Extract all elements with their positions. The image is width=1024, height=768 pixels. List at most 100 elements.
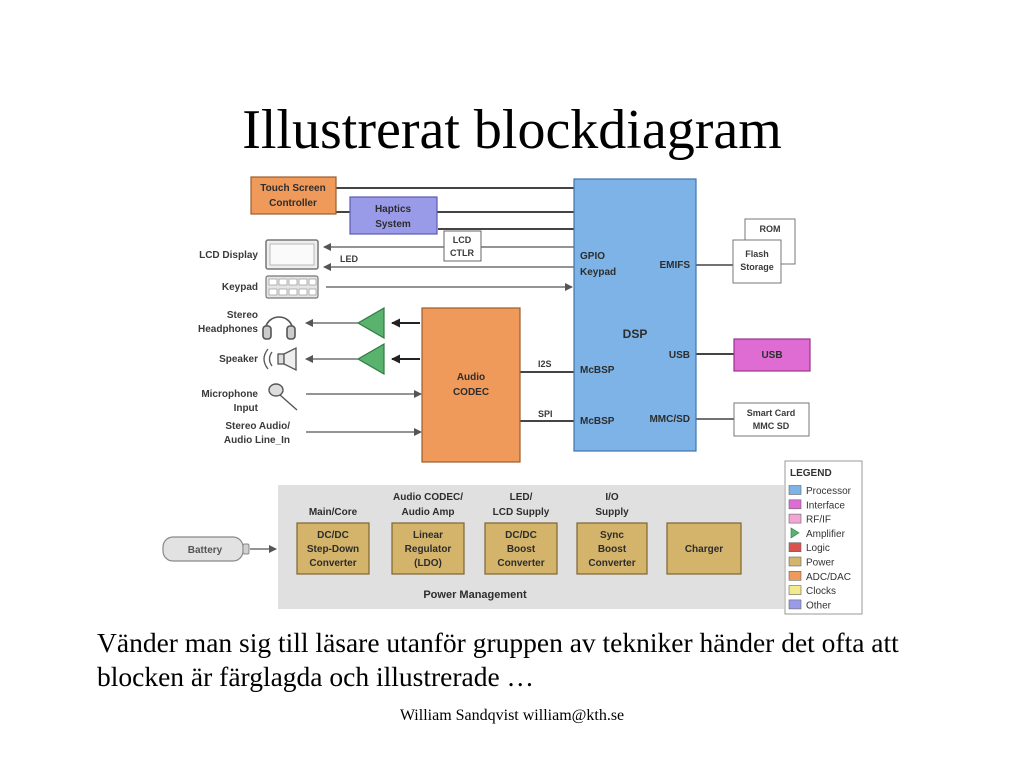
i2s-label: I2S (538, 359, 552, 369)
speaker-label: Speaker (219, 354, 258, 365)
legend-label-logic: Logic (806, 543, 830, 554)
sync-boost-block: Sync Boost Converter (576, 522, 648, 575)
legend-swatch-power (788, 556, 802, 567)
legend-swatch-amplifier (790, 527, 800, 539)
dsp-keypad-label: Keypad (580, 267, 616, 278)
power-header-led-2: LCD Supply (493, 507, 550, 518)
headphones-label-1: Stereo (227, 310, 258, 321)
power-header-io-1: I/O (605, 492, 619, 503)
audio-codec-label-1: Audio (457, 372, 485, 383)
touch-screen-label-1: Touch Screen (260, 183, 325, 194)
legend-swatch-adc-dac (788, 570, 802, 581)
headphones-icon (262, 316, 296, 340)
legend-title: LEGEND (790, 468, 832, 479)
charger-block: Charger (666, 522, 742, 575)
led-label: LED (340, 254, 359, 264)
lcd-display-label: LCD Display (199, 250, 258, 261)
haptics-system-block: Haptics System (349, 196, 438, 235)
speaker-icon (263, 346, 297, 372)
power-header-led-1: LED/ (510, 492, 533, 503)
legend-label-adc-dac: ADC/DAC (806, 572, 851, 583)
legend-swatch-interface (788, 499, 802, 510)
smart-card-label-2: MMC SD (753, 421, 790, 431)
legend-label-power: Power (806, 558, 835, 569)
body-text: Vänder man sig till läsare utanför grupp… (97, 627, 899, 692)
keypad-label: Keypad (222, 282, 258, 293)
dsp-usb-label: USB (669, 350, 690, 361)
line-in-label-2: Audio Line_In (224, 435, 290, 446)
sync-boost-label-1: Sync (600, 530, 624, 541)
legend-swatch-processor (788, 485, 802, 495)
dsp-mmcsd-label: MMC/SD (649, 414, 690, 425)
microphone-label-1: Microphone (201, 389, 258, 400)
headphones-label-2: Headphones (198, 324, 258, 335)
usb-block: USB (733, 338, 811, 372)
flash-label-1: Flash (745, 249, 769, 259)
keypad: Keypad (222, 275, 319, 299)
battery-icon: Battery (162, 536, 250, 562)
flash-storage-block: Flash Storage (732, 239, 782, 284)
step-down-label-1: DC/DC (317, 530, 349, 541)
keypad-keys-icon (268, 278, 317, 296)
legend-label-amplifier: Amplifier (806, 529, 846, 540)
dsp-mcbsp2-label: McBSP (580, 416, 615, 427)
legend-label-rf-if: RF/IF (806, 515, 831, 526)
legend: LEGEND ProcessorInterfaceRF/IFAmplifierL… (784, 460, 863, 615)
dsp-gpio-label: GPIO (580, 251, 605, 262)
power-header-io-2: Supply (595, 507, 629, 518)
power-header-audio-1: Audio CODEC/ (393, 492, 463, 503)
lcd-ctlr-label-1: LCD (453, 235, 472, 245)
ldo-label-1: Linear (413, 530, 443, 541)
boost-label-3: Converter (497, 558, 544, 569)
step-down-label-3: Converter (309, 558, 356, 569)
power-header-main-core: Main/Core (309, 507, 358, 518)
sync-boost-label-3: Converter (588, 558, 635, 569)
dsp-mcbsp1-label: McBSP (580, 365, 615, 376)
dcdc-boost-block: DC/DC Boost Converter (484, 522, 558, 575)
legend-swatch-clocks (788, 585, 802, 595)
lcd-ctlr-block: LCD CTLR (443, 230, 482, 262)
slide-title: Illustrerat blockdiagram (242, 99, 782, 161)
line-in-label-1: Stereo Audio/ (225, 421, 290, 432)
spi-label: SPI (538, 409, 553, 419)
flash-label-2: Storage (740, 262, 774, 272)
legend-label-clocks: Clocks (806, 586, 836, 597)
audio-codec-label-2: CODEC (453, 387, 489, 398)
lcd-display: LCD Display (199, 239, 319, 270)
touch-screen-label-2: Controller (269, 198, 317, 209)
charger-label: Charger (685, 544, 723, 555)
legend-items: ProcessorInterfaceRF/IFAmplifierLogicPow… (788, 485, 852, 611)
smart-card-block: Smart Card MMC SD (733, 402, 810, 437)
legend-label-other: Other (806, 600, 832, 611)
boost-label-1: DC/DC (505, 530, 537, 541)
legend-swatch-rf-if (788, 513, 802, 524)
legend-label-interface: Interface (806, 500, 845, 511)
linear-regulator-block: Linear Regulator (LDO) (391, 522, 465, 575)
dcdc-step-down-block: DC/DC Step-Down Converter (296, 522, 370, 575)
touch-screen-controller-block: Touch Screen Controller (250, 176, 337, 215)
power-management-title: Power Management (423, 589, 527, 601)
power-management-section: Main/Core Audio CODEC/ Audio Amp LED/ LC… (278, 485, 784, 609)
microphone-icon (268, 383, 298, 411)
ldo-label-3: (LDO) (414, 558, 442, 569)
audio-codec-block: Audio CODEC (421, 307, 521, 463)
footer-text: William Sandqvist william@kth.se (399, 707, 625, 724)
legend-swatch-logic (788, 542, 802, 553)
dsp-block: GPIO Keypad EMIFS DSP USB McBSP McBSP MM… (573, 178, 697, 452)
dsp-title: DSP (623, 327, 648, 341)
boost-label-2: Boost (507, 544, 536, 555)
lcd-ctlr-label-2: CTLR (450, 248, 474, 258)
microphone-label-2: Input (234, 403, 259, 414)
rom-label: ROM (760, 224, 781, 234)
sync-boost-label-2: Boost (598, 544, 627, 555)
smart-card-label-1: Smart Card (747, 408, 796, 418)
dsp-emifs-label: EMIFS (659, 260, 690, 271)
step-down-label-2: Step-Down (307, 544, 359, 555)
haptics-label-2: System (375, 219, 411, 230)
amplifier-speaker-icon (356, 342, 385, 376)
connection-lines (250, 187, 734, 553)
battery-label: Battery (188, 545, 223, 556)
ldo-label-2: Regulator (405, 544, 452, 555)
legend-swatch-other (788, 599, 802, 610)
